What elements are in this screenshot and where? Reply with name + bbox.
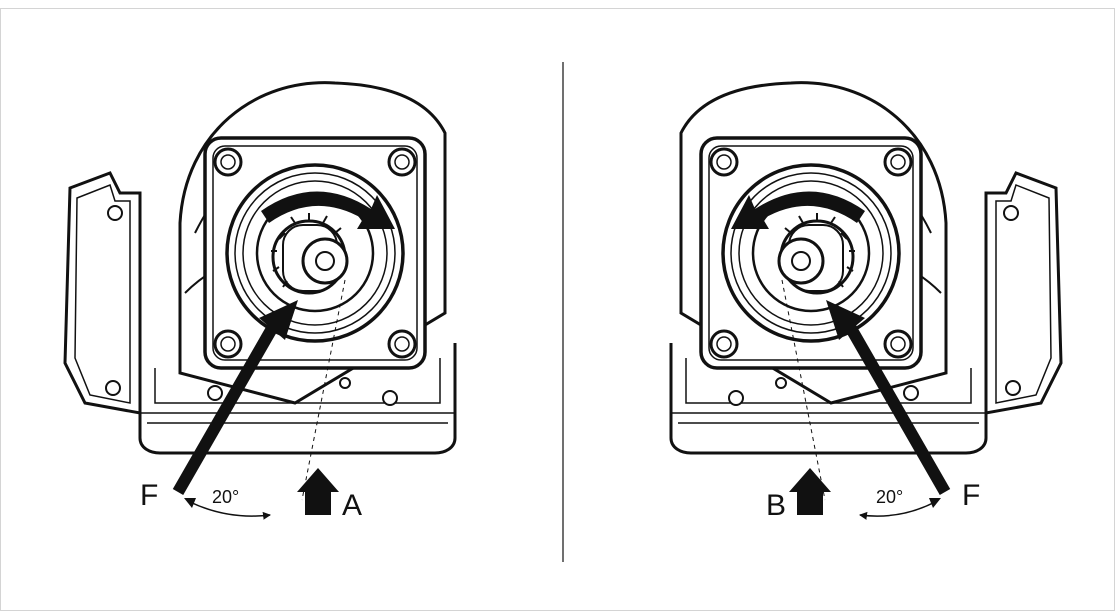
force-label-left: F (140, 479, 158, 512)
port-arrow-b (789, 468, 831, 515)
angle-label-right: 20° (876, 487, 903, 507)
force-label-right: F (962, 479, 980, 512)
force-arrowhead-left (259, 300, 298, 340)
angle-arc-right (859, 501, 936, 520)
port-label-a: A (342, 489, 362, 522)
force-arrow-left (172, 315, 284, 495)
angle-label-left: 20° (212, 487, 239, 507)
angle-arc-left (189, 501, 271, 520)
port-label-b: B (766, 489, 786, 522)
left-pump-view: F 20° A (63, 80, 457, 522)
force-arrowhead-right (826, 300, 865, 340)
port-arrow-a (297, 468, 339, 515)
force-arrow-right (839, 315, 951, 495)
right-pump-view: F 20° B (669, 80, 1063, 522)
